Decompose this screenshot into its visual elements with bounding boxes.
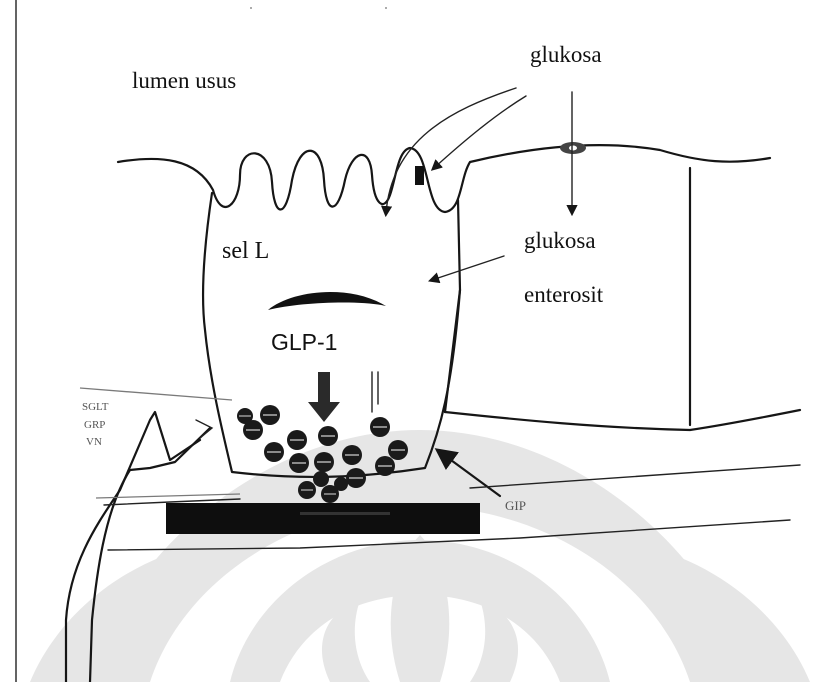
granule <box>346 468 366 488</box>
brush-border <box>118 145 770 212</box>
granule <box>342 445 362 465</box>
nucleus <box>268 292 386 310</box>
label-faint-sglt: SGLT <box>82 401 109 413</box>
label-enterocyte: enterosit <box>524 282 604 307</box>
sglt-transporter-icon <box>415 166 424 185</box>
granule <box>314 452 334 472</box>
granule <box>289 453 309 473</box>
granule <box>260 405 280 425</box>
channel-center <box>569 146 577 151</box>
arrow-glucose-enterocyte <box>432 256 504 280</box>
label-gip: GIP <box>505 498 526 513</box>
granule <box>313 471 329 487</box>
arrow-secretion-small <box>372 372 378 412</box>
label-faint-vn: VN <box>86 436 102 448</box>
granule <box>334 477 348 491</box>
label-lumen: lumen usus <box>132 68 236 93</box>
blood-vessel-gleam <box>300 512 390 515</box>
arrow-glp1-down <box>308 372 340 422</box>
granule <box>370 417 390 437</box>
label-cell-l: sel L <box>222 238 269 264</box>
arrow-glucose-to-transporter <box>434 96 526 168</box>
basement-line-1 <box>80 388 232 400</box>
granule <box>264 442 284 462</box>
blood-vessel <box>166 503 480 534</box>
granule <box>287 430 307 450</box>
granule <box>375 456 395 476</box>
label-faint-grp: GRP <box>84 419 105 431</box>
enterocyte-base <box>445 410 800 430</box>
granule <box>318 426 338 446</box>
label-glucose-top: glukosa <box>530 42 602 67</box>
granule <box>388 440 408 460</box>
label-glucose-mid: glukosa <box>524 228 596 253</box>
granule <box>298 481 316 499</box>
label-glp1: GLP-1 <box>271 329 337 355</box>
granule <box>237 408 253 424</box>
